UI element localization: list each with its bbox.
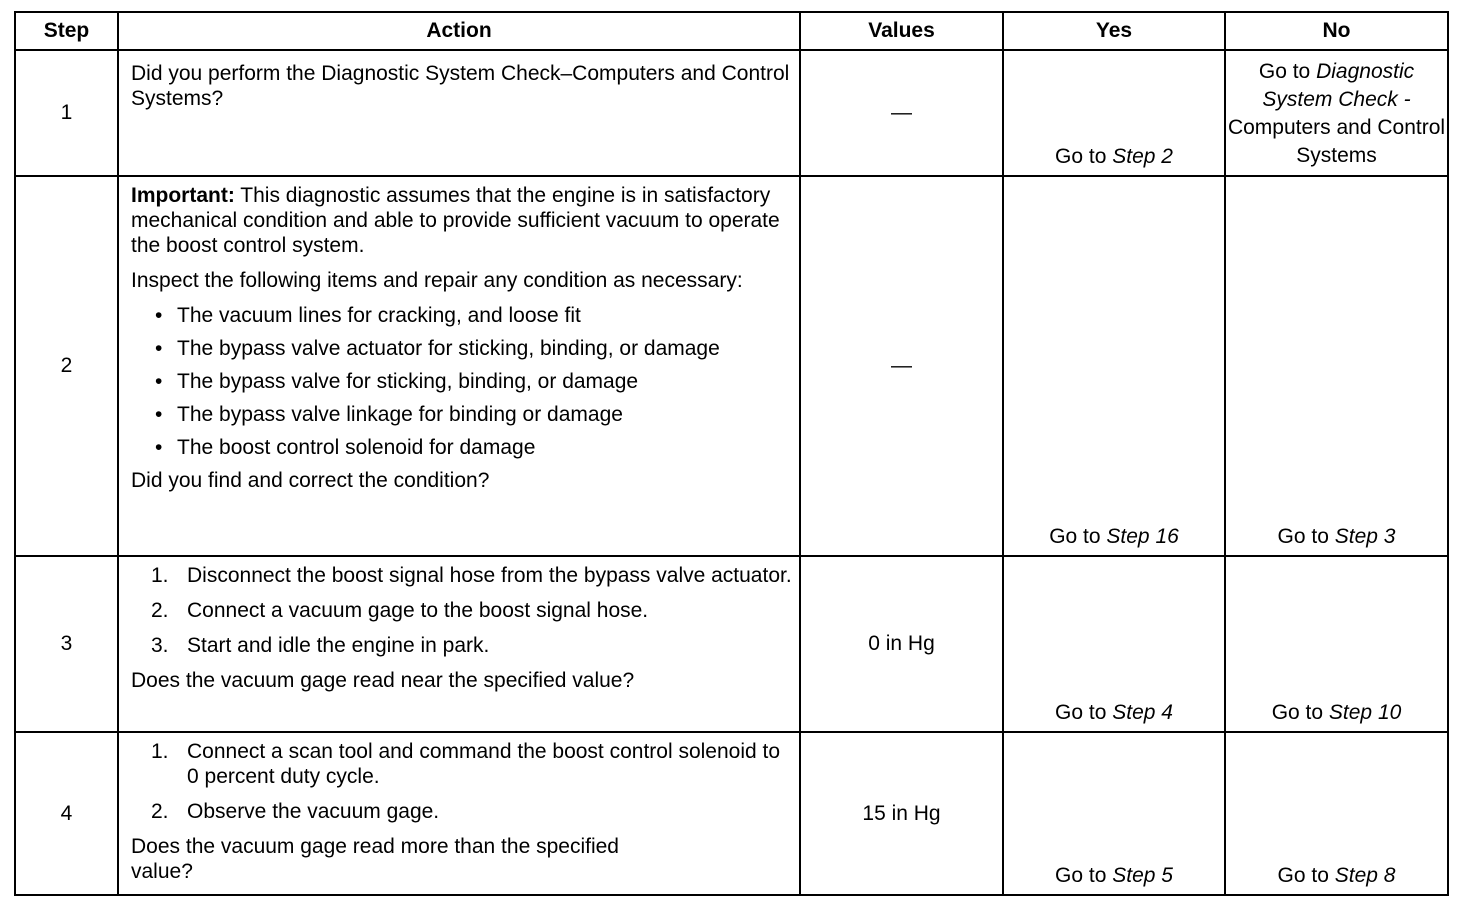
action-question: Did you perform the Diagnostic System Ch… bbox=[131, 62, 790, 110]
header-row: Step Action Values Yes No bbox=[14, 11, 1449, 51]
no-prefix: Go to bbox=[1277, 864, 1329, 887]
value-text: — bbox=[891, 101, 912, 124]
value-cell: 0 in Hg bbox=[799, 555, 1004, 733]
header-no: No bbox=[1224, 11, 1449, 51]
important-note: Important: This diagnostic assumes that … bbox=[131, 183, 793, 258]
no-cell: Go to Step 8 bbox=[1224, 731, 1449, 896]
yes-step-link[interactable]: Step 2 bbox=[1112, 145, 1173, 168]
action-question: Does the vacuum gage read near the speci… bbox=[131, 669, 635, 692]
yes-cell: Go to Step 2 bbox=[1002, 49, 1226, 177]
value-text: — bbox=[891, 354, 912, 377]
diagnostic-table: Step Action Values Yes No 1 Did you perf… bbox=[14, 11, 1449, 896]
no-step-link[interactable]: Step 8 bbox=[1334, 864, 1396, 887]
no-step-link[interactable]: Step 10 bbox=[1328, 701, 1402, 724]
no-prefix: Go to bbox=[1258, 60, 1311, 83]
important-text: This diagnostic assumes that the engine … bbox=[131, 184, 780, 257]
value-cell: — bbox=[799, 175, 1004, 557]
yes-step-link[interactable]: Step 16 bbox=[1106, 525, 1179, 548]
yes-prefix: Go to bbox=[1049, 525, 1101, 548]
header-step: Step bbox=[14, 11, 119, 51]
yes-prefix: Go to bbox=[1055, 145, 1107, 168]
value-cell: 15 in Hg bbox=[799, 731, 1004, 896]
yes-cell: Go to Step 16 bbox=[1002, 175, 1226, 557]
action-question: Does the vacuum gage read more than the … bbox=[131, 835, 619, 883]
list-item: The bypass valve for sticking, binding, … bbox=[131, 369, 793, 394]
inspection-list: The vacuum lines for cracking, and loose… bbox=[131, 303, 793, 460]
step-number: 3 bbox=[14, 555, 119, 733]
action-cell: Did you perform the Diagnostic System Ch… bbox=[117, 49, 801, 177]
action-cell: 1. Connect a scan tool and command the bo… bbox=[117, 731, 801, 896]
no-prefix: Go to bbox=[1271, 701, 1324, 724]
list-item: 3. Start and idle the engine in park. bbox=[131, 633, 793, 658]
list-item: 1. Disconnect the boost signal hose from … bbox=[131, 563, 793, 588]
action-question: Did you find and correct the condition? bbox=[131, 469, 490, 492]
step-number: 4 bbox=[14, 731, 119, 896]
important-label: Important: bbox=[131, 184, 235, 207]
list-number: 1. bbox=[151, 740, 169, 763]
list-item: The bypass valve linkage for binding or … bbox=[131, 402, 793, 427]
yes-step-link[interactable]: Step 5 bbox=[1112, 864, 1173, 887]
no-suffix: Computers and Control Systems bbox=[1227, 116, 1446, 167]
list-item: 2. Connect a vacuum gage to the boost sig… bbox=[131, 598, 793, 623]
list-text: Start and idle the engine in park. bbox=[187, 634, 490, 657]
list-text: Connect a scan tool and command the boos… bbox=[187, 740, 781, 788]
header-action: Action bbox=[117, 11, 801, 51]
list-number: 1. bbox=[151, 564, 169, 587]
value-cell: — bbox=[799, 49, 1004, 177]
yes-prefix: Go to bbox=[1055, 701, 1107, 724]
no-prefix: Go to bbox=[1277, 525, 1329, 548]
table-row: 2 Important: This diagnostic assumes tha… bbox=[14, 175, 1449, 557]
list-item: The boost control solenoid for damage bbox=[131, 435, 793, 460]
table-row: 4 1. Connect a scan tool and command the … bbox=[14, 731, 1449, 896]
yes-cell: Go to Step 5 bbox=[1002, 731, 1226, 896]
list-text: Connect a vacuum gage to the boost signa… bbox=[187, 599, 649, 622]
list-item: The bypass valve actuator for sticking, … bbox=[131, 336, 793, 361]
step-number: 1 bbox=[14, 49, 119, 177]
procedure-list: 1. Disconnect the boost signal hose from … bbox=[131, 563, 793, 658]
yes-step-link[interactable]: Step 4 bbox=[1112, 701, 1173, 724]
list-text: Disconnect the boost signal hose from th… bbox=[187, 564, 792, 587]
value-text: 15 in Hg bbox=[862, 801, 941, 825]
list-item: 2. Observe the vacuum gage. bbox=[131, 799, 793, 824]
procedure-list: 1. Connect a scan tool and command the bo… bbox=[131, 739, 793, 824]
inspect-instruction: Inspect the following items and repair a… bbox=[131, 269, 743, 292]
yes-cell: Go to Step 4 bbox=[1002, 555, 1226, 733]
list-text: Observe the vacuum gage. bbox=[187, 800, 440, 823]
list-item: The vacuum lines for cracking, and loose… bbox=[131, 303, 793, 328]
table-row: 3 1. Disconnect the boost signal hose fro… bbox=[14, 555, 1449, 733]
list-item: 1. Connect a scan tool and command the bo… bbox=[131, 739, 793, 789]
list-number: 2. bbox=[151, 800, 169, 823]
no-cell: Go to Step 3 bbox=[1224, 175, 1449, 557]
list-number: 2. bbox=[151, 599, 169, 622]
value-text: 0 in Hg bbox=[868, 632, 935, 655]
list-number: 3. bbox=[151, 634, 169, 657]
no-cell: Go to Step 10 bbox=[1224, 555, 1449, 733]
action-cell: 1. Disconnect the boost signal hose from … bbox=[117, 555, 801, 733]
step-number: 2 bbox=[14, 175, 119, 557]
header-yes: Yes bbox=[1002, 11, 1226, 51]
no-cell: Go to Diagnostic System Check - Computer… bbox=[1224, 49, 1449, 177]
action-cell: Important: This diagnostic assumes that … bbox=[117, 175, 801, 557]
yes-prefix: Go to bbox=[1055, 864, 1107, 887]
header-values: Values bbox=[799, 11, 1004, 51]
no-step-link[interactable]: Diagnostic System Check - bbox=[1262, 60, 1415, 111]
no-step-link[interactable]: Step 3 bbox=[1334, 525, 1396, 548]
table-row: 1 Did you perform the Diagnostic System … bbox=[14, 49, 1449, 177]
